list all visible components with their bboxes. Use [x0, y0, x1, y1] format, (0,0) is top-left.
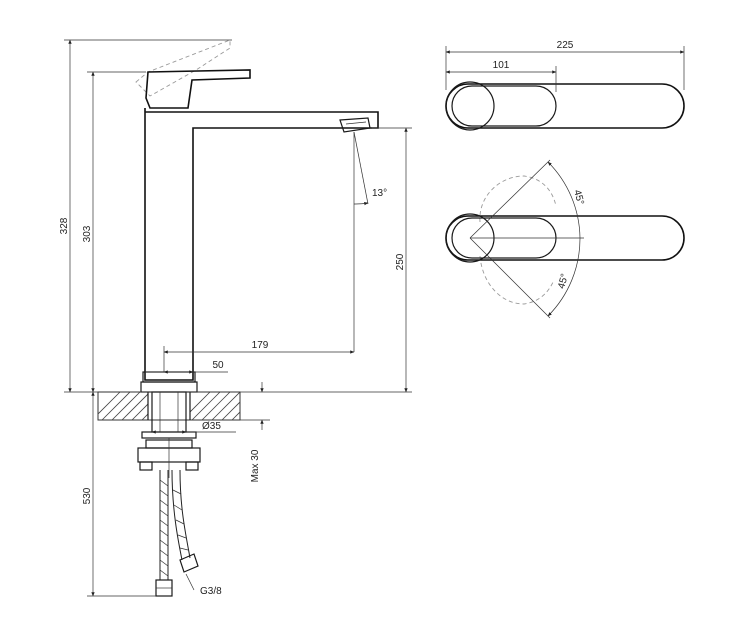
aerator	[339, 117, 371, 133]
handle	[145, 69, 251, 109]
dim-body-height: 303	[82, 225, 93, 242]
supply-hoses	[155, 469, 199, 597]
dim-top-total-length: 225	[557, 40, 574, 51]
ghost-handle-rotated-down	[479, 255, 555, 305]
dim-max-thickness: Max 30	[250, 449, 261, 482]
dim-spout-height: 250	[395, 253, 406, 270]
dim-hose-length: 530	[82, 487, 93, 504]
base-plate	[140, 381, 198, 393]
handle-outline-top	[451, 85, 557, 127]
ghost-handle-raised	[135, 39, 231, 97]
ghost-handle-rotated-up	[479, 175, 557, 223]
spout-outline-top	[445, 83, 685, 129]
body-circle-top	[445, 81, 495, 131]
top-view-upper	[445, 46, 685, 131]
side-view	[64, 39, 412, 597]
hose-fitting-right	[179, 553, 199, 573]
countertop	[97, 391, 241, 421]
dim-spout-reach: 179	[252, 340, 269, 351]
dim-rotation-bottom: 45°	[556, 273, 571, 290]
dim-mounting-hole: Ø35	[202, 421, 221, 432]
dim-spout-angle: 13°	[372, 188, 387, 199]
dim-top-handle-length: 101	[493, 60, 510, 71]
dim-thread: G3/8	[200, 586, 222, 597]
dim-total-height: 328	[59, 217, 70, 234]
dim-base-offset: 50	[212, 360, 224, 371]
dim-rotation-top: 45°	[571, 189, 586, 206]
top-view-lower	[445, 159, 685, 319]
faucet-body	[144, 108, 379, 381]
aerator-line	[345, 121, 367, 125]
